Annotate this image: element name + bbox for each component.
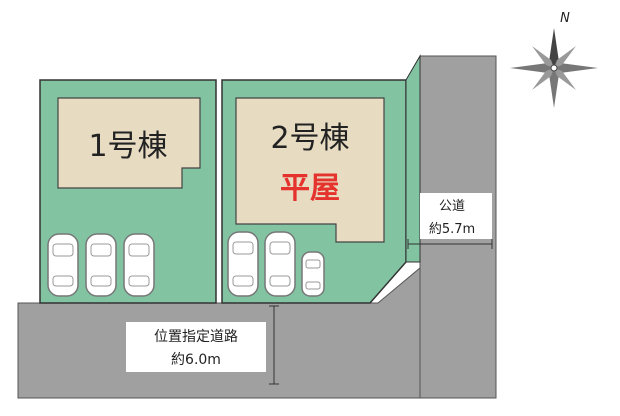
public-road-width: 約5.7m (429, 222, 475, 237)
building-2-footprint (235, 97, 385, 243)
building-2-sublabel: 平屋 (280, 171, 340, 206)
building-1-label: 1号棟 (88, 129, 167, 164)
lot-2-flag-corner (405, 54, 421, 263)
designated-road-label: 位置指定道路 (154, 329, 238, 345)
building-2-label: 2号棟 (270, 121, 349, 156)
compass-north-label: N (560, 11, 570, 26)
car-icon (123, 233, 155, 297)
designated-road-width: 約6.0m (171, 352, 221, 368)
designated-road-width-dimension (269, 305, 279, 385)
compass-rose-icon (510, 28, 598, 108)
public-road-label: 公道 (439, 199, 465, 214)
small-car-icon (301, 251, 325, 297)
car-icon (85, 233, 117, 297)
car-icon (47, 233, 79, 297)
car-icon (227, 231, 259, 297)
car-icon (264, 231, 296, 297)
public-road-width-dimension (407, 239, 493, 249)
building-1-footprint (57, 97, 201, 189)
